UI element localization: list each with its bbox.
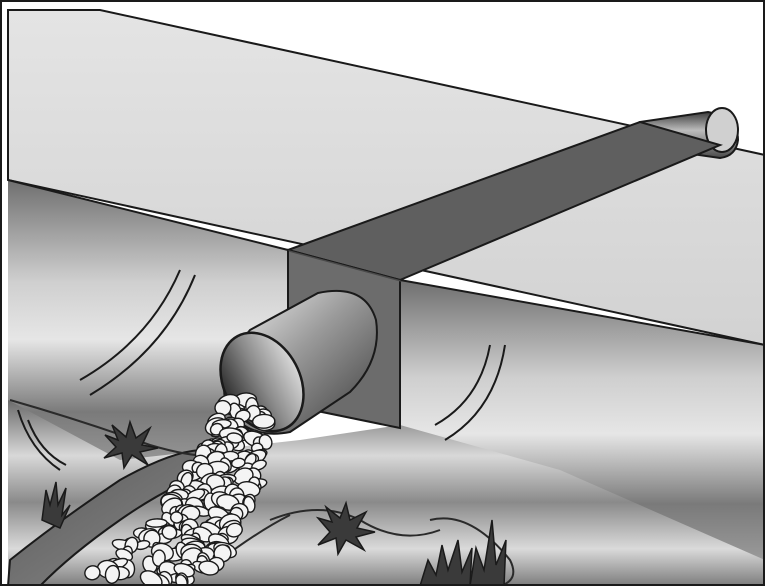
rock — [252, 414, 275, 429]
